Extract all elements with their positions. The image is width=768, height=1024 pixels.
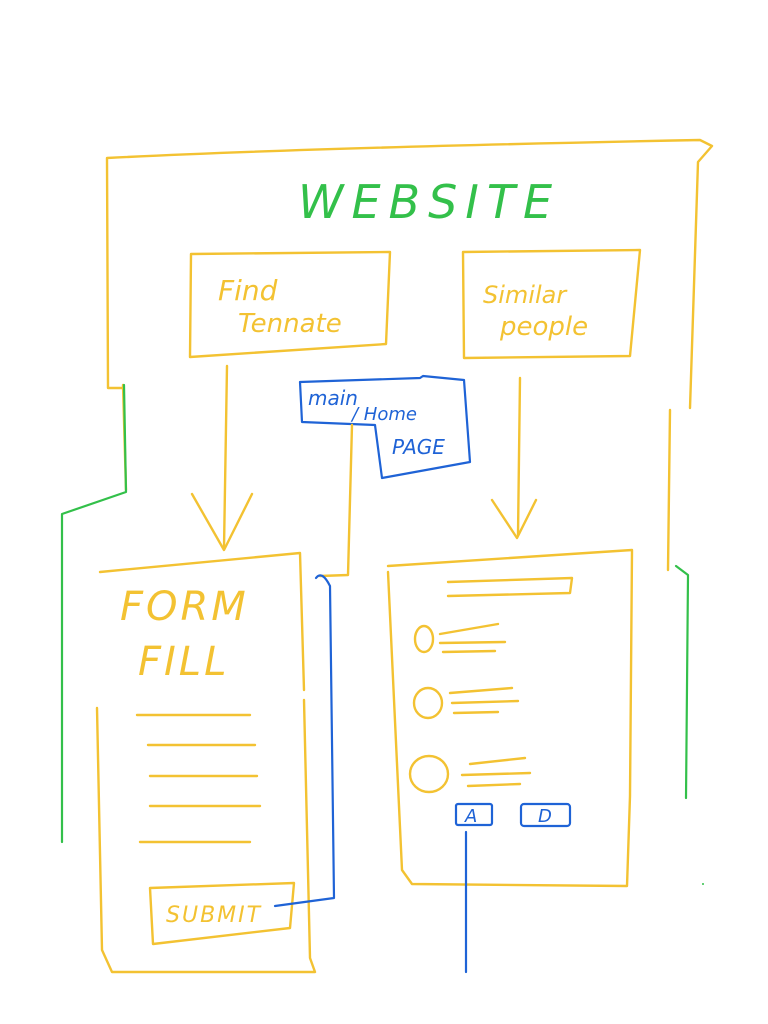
main-home-line1: main <box>308 386 358 410</box>
website-title: WEBSITE <box>298 175 560 229</box>
find-tenant-box[interactable]: Find Tennate <box>188 250 392 359</box>
home-to-form-connector <box>318 423 354 578</box>
decline-label: D <box>538 806 552 827</box>
form-fill-page: FORM FILL <box>95 551 317 974</box>
avatar <box>408 754 450 794</box>
list-header-bar <box>446 576 574 598</box>
submit-button[interactable]: SUBMIT <box>148 881 296 946</box>
similar-people-box[interactable]: Similar people <box>461 248 642 360</box>
right-green-bracket <box>674 564 690 800</box>
find-tenant-line1: Find <box>218 274 278 307</box>
main-home-line2: / Home <box>350 404 417 425</box>
main-home-line3: PAGE <box>392 435 445 459</box>
list-item[interactable] <box>408 754 532 794</box>
accept-label: A <box>464 806 477 827</box>
list-item[interactable] <box>413 622 507 654</box>
decline-button[interactable]: D <box>519 802 572 828</box>
form-title-line1: FORM <box>120 584 249 630</box>
accept-button[interactable]: A <box>454 802 494 827</box>
form-title-line2: FILL <box>138 639 229 685</box>
arrow-to-list <box>490 376 538 540</box>
find-tenant-line2: Tennate <box>238 309 342 339</box>
avatar <box>413 624 435 654</box>
similar-people-line1: Similar <box>483 281 568 309</box>
similar-people-list-page <box>386 548 634 888</box>
list-item[interactable] <box>412 686 520 720</box>
left-green-bracket <box>60 383 128 844</box>
submit-to-home-connector <box>273 574 336 908</box>
avatar <box>412 686 444 720</box>
green-dot <box>702 883 704 885</box>
arrow-to-form <box>190 364 254 552</box>
submit-label: SUBMIT <box>166 903 262 928</box>
similar-people-line2: people <box>499 312 588 342</box>
main-home-page-box[interactable]: main / Home PAGE <box>298 374 472 480</box>
